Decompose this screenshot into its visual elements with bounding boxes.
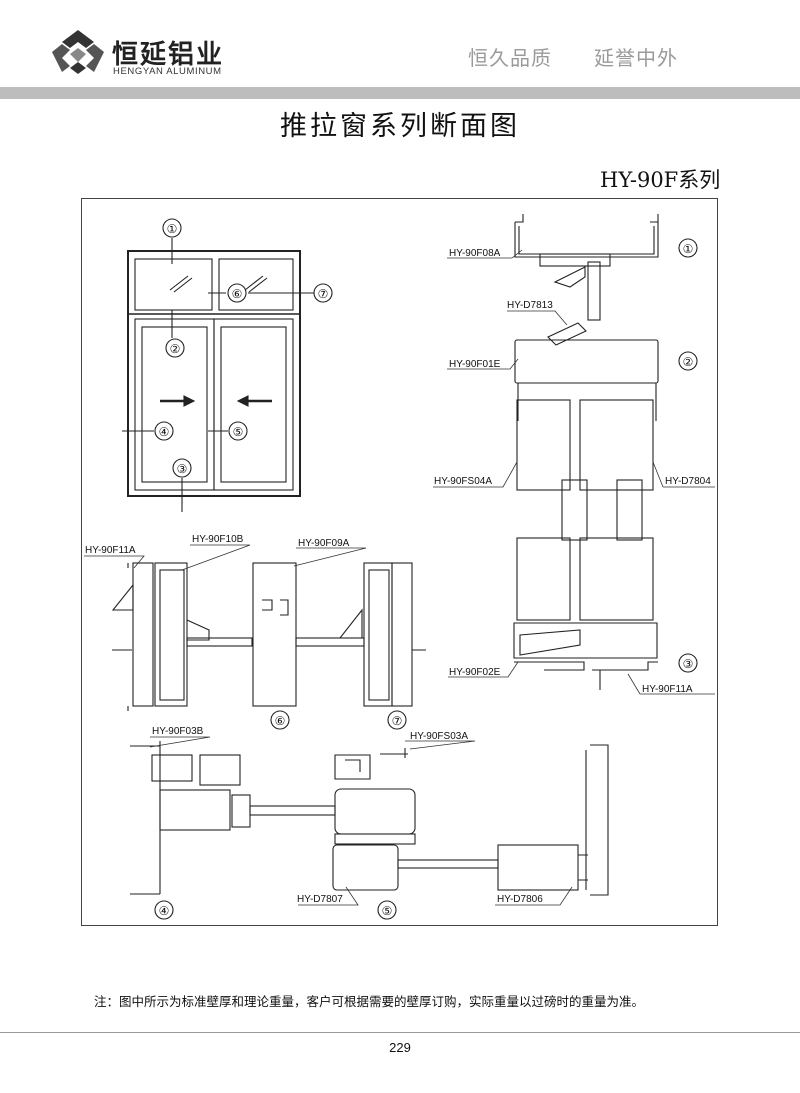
- marker-6: ⑥: [232, 287, 243, 301]
- drawing-frame: [81, 198, 718, 926]
- label-hy-d7807: HY-D7807: [297, 894, 343, 905]
- page-number: 229: [389, 1040, 411, 1055]
- label-hy-90f10b: HY-90F10B: [192, 534, 244, 545]
- section-marker-5: ⑤: [382, 904, 393, 918]
- label-hy-90f08a: HY-90F08A: [449, 248, 501, 259]
- section-marker-2: ②: [683, 355, 694, 369]
- vertical-section: [513, 214, 659, 690]
- label-hy-d7804: HY-D7804: [665, 476, 711, 487]
- marker-4: ④: [159, 425, 170, 439]
- slogan-1: 恒久品质: [468, 46, 552, 70]
- label-hy-90f02e: HY-90F02E: [449, 667, 501, 678]
- footnote: 注：图中所示为标准壁厚和理论重量，客户可根据需要的壁厚订购，实际重量以过磅时的重…: [94, 994, 645, 1009]
- brand-name: 恒延铝业: [112, 40, 225, 70]
- label-hy-90f09a: HY-90F09A: [298, 538, 350, 549]
- marker-2: ②: [170, 342, 181, 356]
- hy-logo-icon: [52, 30, 104, 74]
- slogan-2: 延誉中外: [594, 46, 678, 70]
- window-elevation: [122, 238, 314, 512]
- section-marker-4: ④: [159, 904, 170, 918]
- marker-7: ⑦: [318, 287, 329, 301]
- brand-name-en: HENGYAN ALUMINUM: [113, 66, 222, 77]
- label-hy-90f03b: HY-90F03B: [152, 726, 204, 737]
- horizontal-section-lower: [130, 741, 609, 896]
- section-marker-3: ③: [683, 657, 694, 671]
- label-hy-d7806: HY-D7806: [497, 894, 543, 905]
- section-marker-1: ①: [683, 242, 694, 256]
- marker-1: ①: [167, 222, 178, 236]
- label-hy-90f01e: HY-90F01E: [449, 359, 501, 370]
- label-hy-90fs03a: HY-90FS03A: [410, 731, 468, 742]
- page-title: 推拉窗系列断面图: [280, 111, 520, 142]
- series-label: HY-90F系列: [600, 168, 721, 192]
- marker-3: ③: [177, 462, 188, 476]
- footer-divider: [0, 1032, 800, 1033]
- label-hy-90f11a: HY-90F11A: [85, 545, 136, 556]
- label-hy-d7813: HY-D7813: [507, 300, 553, 311]
- marker-5: ⑤: [233, 425, 244, 439]
- section-marker-7: ⑦: [392, 714, 403, 728]
- header-bar: [0, 87, 800, 99]
- label-hy-90fs04a: HY-90FS04A: [434, 476, 492, 487]
- label-hy-90f11a-right: HY-90F11A: [642, 684, 693, 695]
- section-marker-6: ⑥: [275, 714, 286, 728]
- horizontal-section-upper: [111, 562, 426, 711]
